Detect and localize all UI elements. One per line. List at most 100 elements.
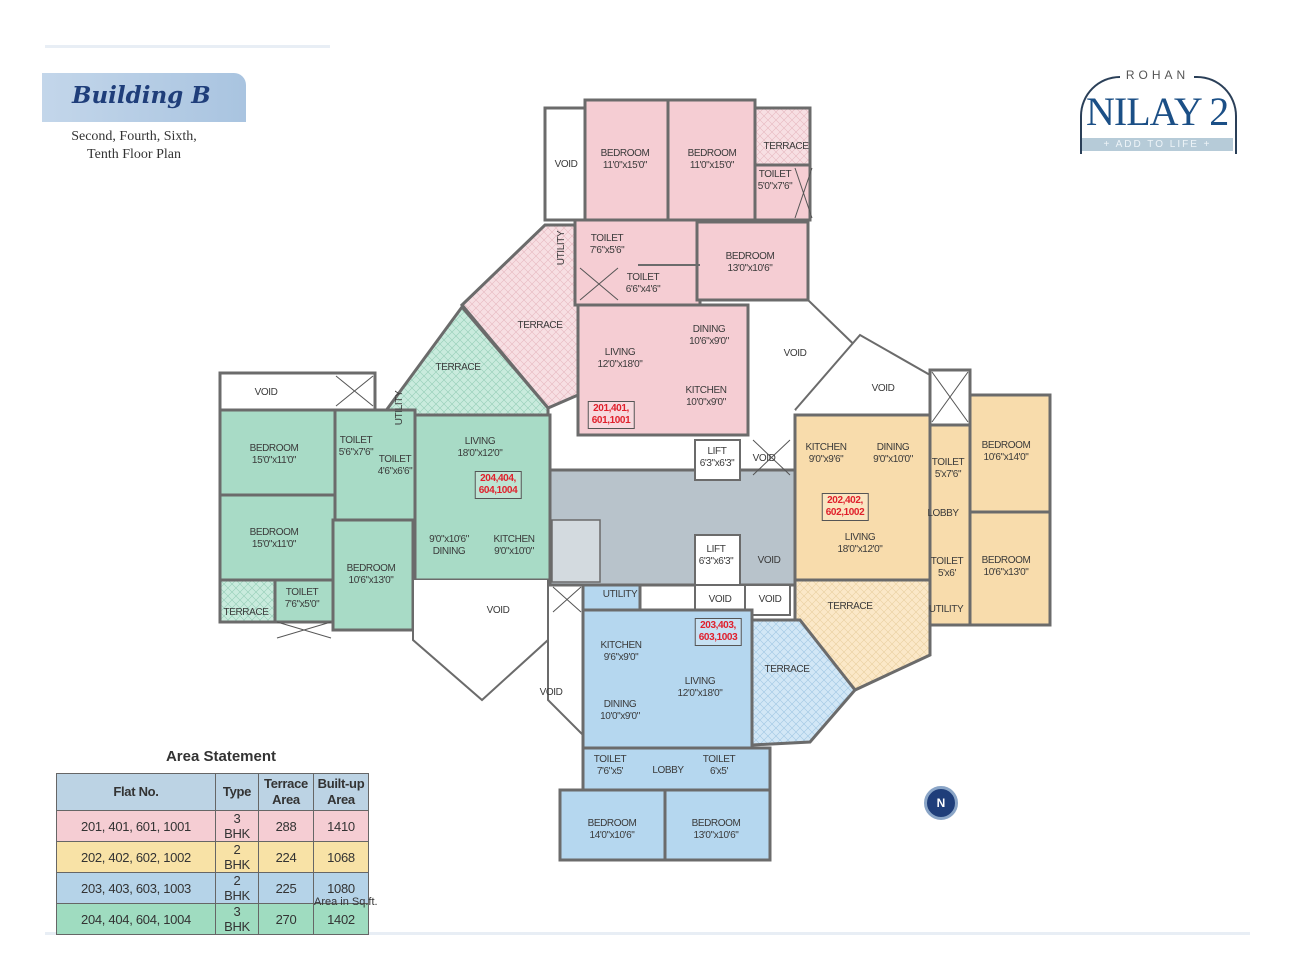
terrace-area: 225 bbox=[258, 872, 314, 904]
utility-label: UTILITY bbox=[928, 604, 964, 615]
dining-label: 9'0"x10'6"DINING bbox=[429, 534, 469, 558]
room-size: 4'6"x6'6" bbox=[377, 466, 413, 477]
table-header-row: Flat No. Type Terrace Area Built-up Area bbox=[56, 773, 369, 811]
void-label: VOID bbox=[708, 594, 732, 605]
room-size: 10'0"x9'0" bbox=[600, 711, 640, 722]
room-name: DINING bbox=[692, 324, 726, 335]
building-title: Building B bbox=[72, 82, 211, 109]
room-name: BEDROOM bbox=[687, 148, 737, 159]
column-header: Terrace Area bbox=[258, 773, 314, 811]
column-header: Type bbox=[215, 773, 259, 811]
room-name: BEDROOM bbox=[249, 443, 299, 454]
void-label: VOID bbox=[486, 605, 510, 616]
room-size: 10'6"x13'0" bbox=[348, 575, 394, 586]
flat-number-tag: 201,401,601,1001 bbox=[587, 401, 635, 429]
unit-204-shape bbox=[218, 304, 552, 702]
terrace-label: TERRACE bbox=[827, 601, 873, 612]
room-name: LIFT bbox=[707, 446, 727, 457]
room-size: 5'0"x7'6" bbox=[757, 181, 793, 192]
void-label: VOID bbox=[871, 383, 895, 394]
room-size: 5'6"x7'6" bbox=[338, 447, 374, 458]
room-name: BEDROOM bbox=[600, 148, 650, 159]
room-size: 9'0"x10'0" bbox=[494, 546, 534, 557]
flat-numbers: 203, 403, 603, 1003 bbox=[56, 872, 216, 904]
room-size: 6'6"x4'6" bbox=[625, 284, 661, 295]
void-label: VOID bbox=[554, 159, 578, 170]
void-label: VOID bbox=[758, 594, 782, 605]
area-statement-title: Area Statement bbox=[165, 748, 277, 765]
room-size: 9'0"x10'0" bbox=[873, 454, 913, 465]
logo-name: NILAY 2 bbox=[1086, 89, 1229, 134]
room-name: LIFT bbox=[706, 544, 726, 555]
core-shape bbox=[548, 439, 797, 616]
top-rule bbox=[45, 45, 330, 48]
room-name: BEDROOM bbox=[725, 251, 775, 262]
builtup-area: 1080 bbox=[313, 872, 369, 904]
terrace-label: TERRACE bbox=[763, 141, 809, 152]
terrace-label: TERRACE bbox=[223, 607, 269, 618]
unit-201-shape bbox=[459, 98, 872, 437]
terrace-area: 270 bbox=[258, 903, 314, 935]
utility-label: UTILITY bbox=[602, 589, 638, 600]
tag-line: 201,401, bbox=[593, 403, 629, 414]
tag-line: 204,404, bbox=[480, 473, 516, 484]
room-name: KITCHEN bbox=[685, 385, 727, 396]
logo-tagline: + ADD TO LIFE + bbox=[1082, 138, 1233, 151]
room-name: TOILET bbox=[590, 233, 624, 244]
room-size: 10'6"x14'0" bbox=[983, 452, 1029, 463]
flat-number-tag: 204,404,604,1004 bbox=[474, 471, 522, 499]
tag-line: 602,1002 bbox=[825, 507, 865, 518]
room-size: 12'0"x18'0" bbox=[597, 359, 643, 370]
room-name: TOILET bbox=[626, 272, 660, 283]
room-size: 9'6"x9'0" bbox=[603, 652, 639, 663]
utility-label: UTILITY bbox=[556, 230, 567, 266]
room-size: 15'0"x11'0" bbox=[251, 455, 297, 466]
terrace-label: TERRACE bbox=[435, 362, 481, 373]
room-size: 6'x5' bbox=[710, 766, 728, 777]
terrace-area: 224 bbox=[258, 841, 314, 873]
void-label: VOID bbox=[752, 453, 776, 464]
flat-number-tag: 202,402,602,1002 bbox=[821, 493, 869, 521]
void-label: VOID bbox=[254, 387, 278, 398]
room-size: 7'6"x5' bbox=[596, 766, 624, 777]
north-compass-icon: N bbox=[924, 786, 958, 820]
room-name: TOILET bbox=[378, 454, 412, 465]
room-size: 6'3"x6'3" bbox=[698, 556, 734, 567]
room-name: BEDROOM bbox=[981, 440, 1031, 451]
tag-line: 601,1001 bbox=[591, 415, 631, 426]
room-name: KITCHEN bbox=[600, 640, 642, 651]
unit-202-shape bbox=[793, 333, 1052, 692]
room-name: LIVING bbox=[604, 347, 636, 358]
room-name: DINING bbox=[876, 442, 910, 453]
terrace-label: TERRACE bbox=[764, 664, 810, 675]
room-size: 13'0"x10'6" bbox=[727, 263, 773, 274]
flat-type: 3 BHK bbox=[215, 810, 259, 842]
room-name: BEDROOM bbox=[981, 555, 1031, 566]
bottom-rule bbox=[45, 932, 1250, 935]
room-size: 5'x6' bbox=[938, 568, 956, 579]
